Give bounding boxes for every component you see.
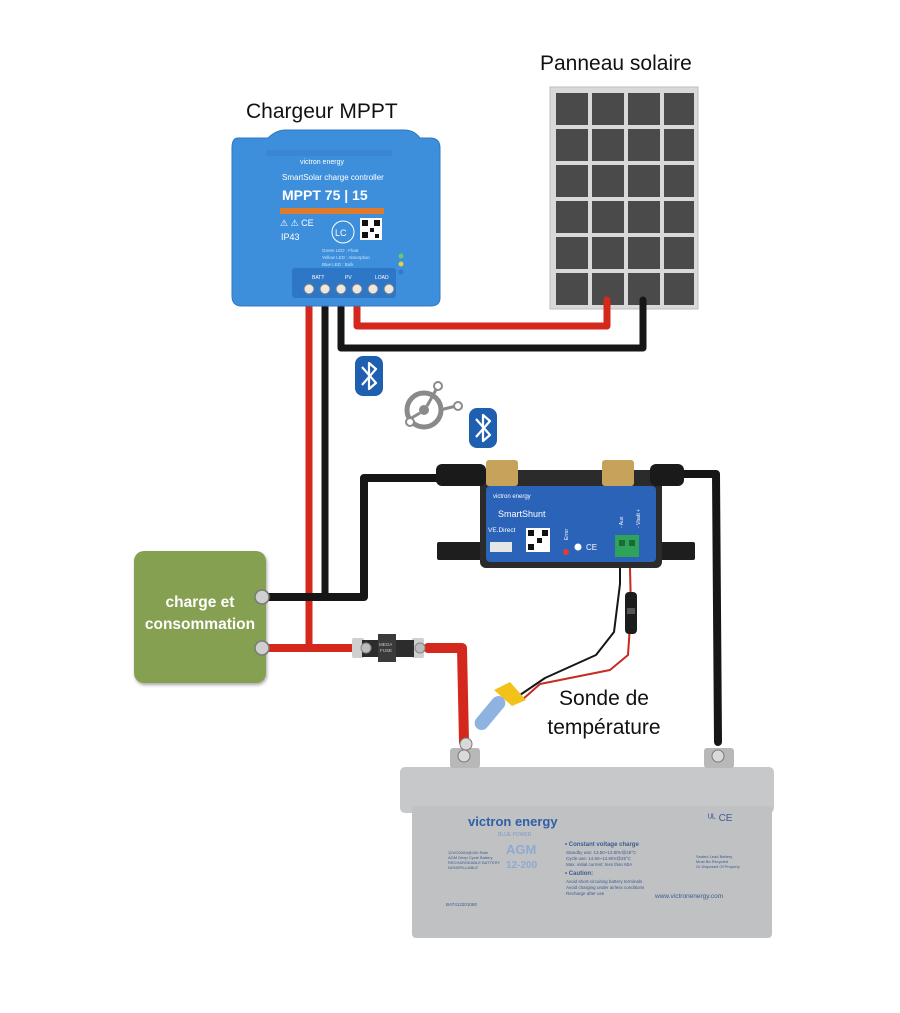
svg-text:Error: Error <box>564 529 570 540</box>
pv-positive-wire <box>353 288 611 330</box>
load-box <box>134 551 266 683</box>
svg-text:IP43: IP43 <box>281 232 300 242</box>
temperature-probe-label: Sonde de température <box>534 684 674 742</box>
load-label-line1: charge et <box>165 594 235 611</box>
svg-text:LC: LC <box>335 228 347 238</box>
bluetooth-icon <box>355 356 383 396</box>
svg-text:VE.Direct: VE.Direct <box>488 527 516 534</box>
svg-text:Green LED : Float: Green LED : Float <box>322 248 359 253</box>
wires <box>276 288 722 747</box>
svg-text:Blue LED : Bulk: Blue LED : Bulk <box>322 262 354 267</box>
bluetooth-icon <box>469 408 497 448</box>
ve-smart-network-icon <box>404 381 463 430</box>
svg-text:12V/200Ah@10h Rate: 12V/200Ah@10h Rate <box>448 850 489 855</box>
svg-text:www.victronenergy.com: www.victronenergy.com <box>654 893 723 900</box>
mppt-model-text: MPPT 75 | 15 <box>282 187 368 203</box>
svg-text:Standby use: 13.50~13.80V@25°C: Standby use: 13.50~13.80V@25°C <box>566 850 637 855</box>
svg-text:AGM Deep Cycle Battery: AGM Deep Cycle Battery <box>448 855 493 860</box>
svg-text:FUSE: FUSE <box>380 648 392 653</box>
fuse-to-battery-wire <box>423 643 469 747</box>
battery: victron energy BLUE POWER AGM 12-200 • C… <box>400 748 774 938</box>
mega-fuse: MEGA FUSE <box>352 634 426 662</box>
svg-text:Recharge after use: Recharge after use <box>566 891 605 896</box>
svg-text:Avoid charging under airless c: Avoid charging under airless conditions <box>566 885 645 890</box>
svg-text:- Aux: - Aux <box>619 516 625 528</box>
svg-text:Max. initial current: less tha: Max. initial current: less than 60A <box>566 862 632 867</box>
svg-text:victron energy: victron energy <box>300 159 344 166</box>
svg-text:Yellow LED : Absorption: Yellow LED : Absorption <box>322 255 370 260</box>
temp-sensor-black-wire <box>519 567 621 696</box>
svg-text:Or Disposed Of Properly: Or Disposed Of Properly <box>696 864 740 869</box>
pv-negative-wire <box>337 288 647 352</box>
svg-text:Cycle use: 14.50~14.90V@25°C: Cycle use: 14.50~14.90V@25°C <box>566 856 632 861</box>
svg-text:BAT412201080: BAT412201080 <box>446 902 477 907</box>
svg-text:ᵁᴸ CE: ᵁᴸ CE <box>708 813 733 824</box>
shunt-to-battery-wire <box>676 470 722 746</box>
svg-text:LOAD: LOAD <box>375 275 389 281</box>
svg-text:- Vbatt +: - Vbatt + <box>636 509 642 528</box>
svg-text:12-200: 12-200 <box>506 860 538 871</box>
svg-text:• Caution:: • Caution: <box>565 871 593 877</box>
svg-text:CE: CE <box>586 543 597 552</box>
svg-text:AGM: AGM <box>506 842 536 857</box>
svg-text:NONSPILLABLE: NONSPILLABLE <box>448 865 478 870</box>
svg-text:MEGA: MEGA <box>379 642 392 647</box>
svg-text:SmartSolar charge controller: SmartSolar charge controller <box>282 173 384 182</box>
svg-text:⚠ ⚠ CE: ⚠ ⚠ CE <box>280 218 314 228</box>
load-label-line2: consommation <box>144 616 256 633</box>
probe-label-line1: Sonde de <box>559 687 649 710</box>
svg-text:• Constant voltage charge: • Constant voltage charge <box>565 842 639 848</box>
svg-text:victron energy: victron energy <box>468 814 558 829</box>
load-negative-wire <box>276 474 444 601</box>
temperature-sensor <box>459 682 526 751</box>
mppt-charger: victron energy SmartSolar charge control… <box>231 129 441 307</box>
sensor-inline-fuse <box>625 592 637 634</box>
svg-text:Must Be Recycled: Must Be Recycled <box>696 859 728 864</box>
svg-text:Avoid short-circuiting battery: Avoid short-circuiting battery terminals <box>566 879 643 884</box>
svg-text:BATT: BATT <box>312 275 324 281</box>
svg-text:RECHARGEABLE BATTERY: RECHARGEABLE BATTERY <box>448 860 500 865</box>
probe-label-line2: température <box>547 716 661 739</box>
svg-text:victron energy: victron energy <box>493 494 531 500</box>
svg-text:BLUE POWER: BLUE POWER <box>498 832 532 838</box>
mppt-charger-label: Chargeur MPPT <box>246 100 398 123</box>
svg-text:SmartShunt: SmartShunt <box>498 509 546 519</box>
svg-text:Sealed Lead Battery: Sealed Lead Battery <box>696 854 732 859</box>
solar-panel-label: Panneau solaire <box>540 52 692 75</box>
load-label: charge et consommation <box>134 592 266 636</box>
svg-text:PV: PV <box>345 275 352 281</box>
solar-panel <box>549 86 699 310</box>
smartshunt: victron energy SmartShunt VE.Direct Erro… <box>436 460 695 568</box>
